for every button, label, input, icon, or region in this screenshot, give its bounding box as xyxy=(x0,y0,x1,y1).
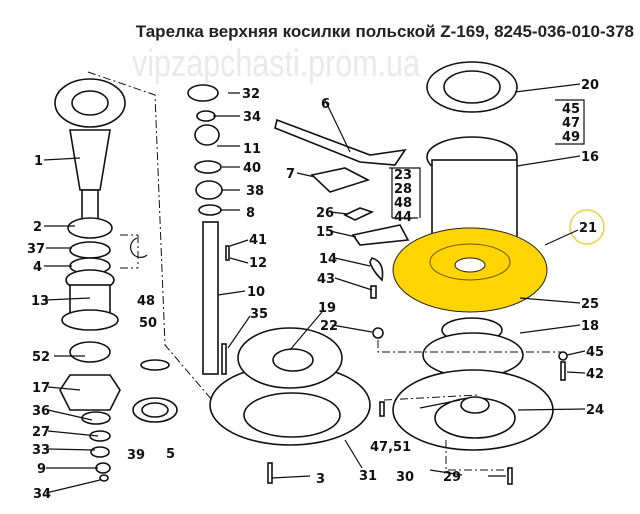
label-9: 9 xyxy=(37,462,46,477)
label-48: 48 xyxy=(137,294,155,309)
label-10: 10 xyxy=(247,285,265,300)
label-18: 18 xyxy=(581,319,599,334)
label-39: 39 xyxy=(127,448,145,463)
label-1: 1 xyxy=(34,154,43,169)
highlight-ring xyxy=(569,209,605,245)
watermark: vipzapchasti.prom.ua xyxy=(132,43,421,85)
label-45b: 45 xyxy=(562,102,580,117)
label-33: 33 xyxy=(32,443,50,458)
label-7: 7 xyxy=(286,167,295,182)
label-4: 4 xyxy=(33,260,42,275)
label-37: 37 xyxy=(27,242,45,257)
label-47: 47 xyxy=(562,116,580,131)
label-6: 6 xyxy=(321,97,330,112)
label-44: 44 xyxy=(394,210,412,225)
label-42: 42 xyxy=(586,367,604,382)
label-26: 26 xyxy=(316,206,334,221)
label-16: 16 xyxy=(581,150,599,165)
label-28: 28 xyxy=(394,182,412,197)
leader-lines xyxy=(43,83,586,494)
label-15: 15 xyxy=(316,225,334,240)
label-43: 43 xyxy=(317,272,335,287)
label-12: 12 xyxy=(249,256,267,271)
drive-housing-assembly xyxy=(54,78,178,482)
part-labels: 1 2 37 4 13 52 17 36 27 33 9 34 48 50 39… xyxy=(27,78,604,502)
label-36: 36 xyxy=(32,404,50,419)
label-30: 30 xyxy=(396,470,414,485)
label-38: 38 xyxy=(246,184,264,199)
label-11: 11 xyxy=(243,142,261,157)
shaft-assembly xyxy=(87,71,371,484)
label-13: 13 xyxy=(31,294,49,309)
label-41: 41 xyxy=(249,233,267,248)
label-14: 14 xyxy=(319,252,337,267)
label-47-51: 47,51 xyxy=(370,440,411,455)
label-45: 45 xyxy=(586,345,604,360)
label-27: 27 xyxy=(32,425,50,440)
label-40: 40 xyxy=(243,161,261,176)
label-19: 19 xyxy=(318,301,336,316)
small-parts xyxy=(274,99,585,339)
label-24: 24 xyxy=(586,403,604,418)
label-50: 50 xyxy=(139,316,157,331)
label-52: 52 xyxy=(32,350,50,365)
label-49: 49 xyxy=(562,130,580,145)
label-34: 34 xyxy=(33,487,51,502)
label-20: 20 xyxy=(581,78,599,93)
label-29: 29 xyxy=(443,470,461,485)
diagram-title: Тарелка верхняя косилки польской Z-169, … xyxy=(135,22,634,41)
label-22: 22 xyxy=(320,319,338,334)
label-3: 3 xyxy=(316,472,325,487)
label-8: 8 xyxy=(246,206,255,221)
label-2: 2 xyxy=(33,220,42,235)
label-5: 5 xyxy=(166,447,175,462)
label-31: 31 xyxy=(359,469,377,484)
label-48b: 48 xyxy=(394,196,412,211)
label-34b: 34 xyxy=(243,110,261,125)
label-21: 21 xyxy=(579,221,597,236)
rotor-assembly xyxy=(377,61,605,485)
label-32: 32 xyxy=(242,87,260,102)
label-17: 17 xyxy=(32,381,50,396)
label-23: 23 xyxy=(394,168,412,183)
label-35: 35 xyxy=(250,307,268,322)
label-25: 25 xyxy=(581,297,599,312)
